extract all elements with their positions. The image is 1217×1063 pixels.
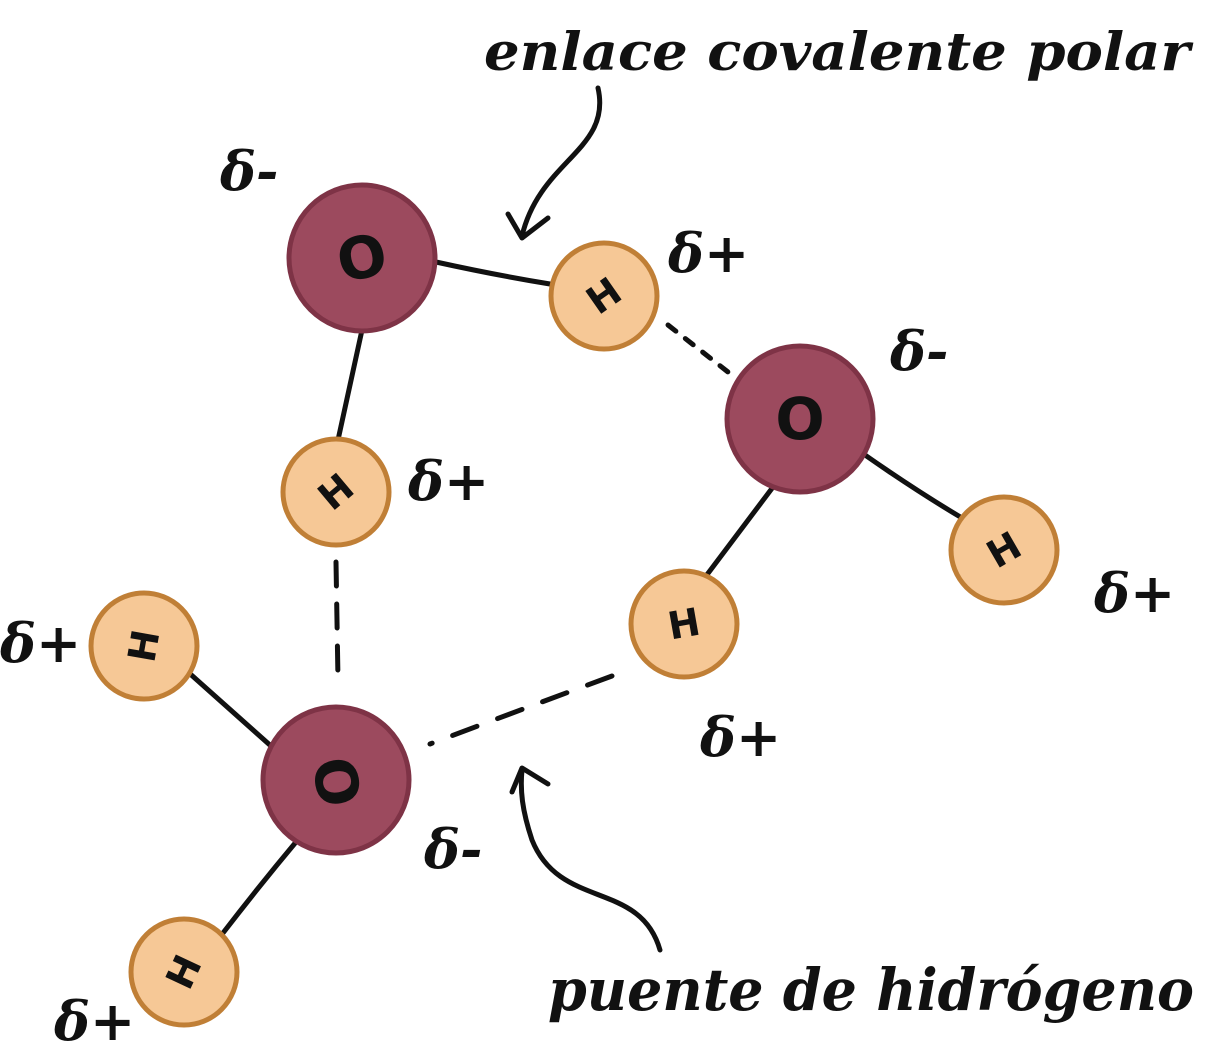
charge-delta-plus-h3: δ+ [1093, 561, 1175, 625]
charge-delta-plus-h6: δ+ [53, 989, 135, 1053]
charge-delta-minus-o1: δ- [219, 139, 278, 203]
charge-delta-minus-o3: δ- [423, 817, 482, 881]
oxygen-atom-1: O [286, 182, 438, 334]
hydrogen-atom-6: H [128, 916, 240, 1028]
covalent-bond-arrowhead [505, 211, 551, 241]
oxygen-atom-2: O [724, 343, 876, 495]
covalent-bonds [185, 259, 965, 936]
oxygen-symbol: O [298, 752, 374, 812]
oxygen-atom-3: O [260, 704, 412, 856]
charge-delta-plus-h5: δ+ [0, 611, 81, 675]
hydrogen-atom-2: H [280, 436, 392, 548]
hydrogen-atom-1: H [548, 240, 660, 352]
covalent-bond-o2-h4 [703, 484, 776, 579]
hydrogen-symbol: H [120, 627, 169, 666]
hydrogen-bonds [333, 322, 731, 747]
hydrogen-atom-4: H [628, 568, 740, 680]
partial-charges: δ- δ+ δ+ δ- δ+ δ+ δ+ δ- δ+ [0, 139, 1175, 1053]
charge-delta-plus-h1: δ+ [667, 221, 749, 285]
charge-delta-plus-h4: δ+ [699, 705, 781, 769]
covalent-bond-o1-h2 [335, 327, 365, 443]
oxygen-symbol: O [775, 385, 824, 453]
hydrogen-bond-h4-o3 [427, 673, 615, 747]
annotation-arrows [505, 85, 663, 953]
covalent-bond-o1-h1 [433, 259, 553, 287]
hydrogen-bond-h2-o3 [333, 559, 341, 683]
covalent-bond-o3-h5 [185, 669, 274, 749]
hydrogen-bond-label: puente de hidrógeno [548, 956, 1194, 1024]
covalent-bond-o2-h3 [862, 452, 965, 521]
hydrogen-bond-arrowhead [509, 765, 551, 795]
hydrogen-atom-3: H [948, 494, 1060, 606]
covalent-bond-o3-h6 [220, 839, 299, 936]
charge-delta-minus-o2: δ- [889, 319, 948, 383]
charge-delta-plus-h2: δ+ [407, 449, 489, 513]
covalent-bond-label: enlace covalente polar [484, 22, 1194, 83]
hydrogen-bond-arrow [518, 767, 663, 953]
hydrogen-symbol: H [665, 600, 704, 649]
covalent-bond-arrow [519, 85, 603, 239]
hydrogen-bond-h1-o2 [665, 322, 731, 375]
hydrogen-atom-5: H [88, 590, 200, 702]
